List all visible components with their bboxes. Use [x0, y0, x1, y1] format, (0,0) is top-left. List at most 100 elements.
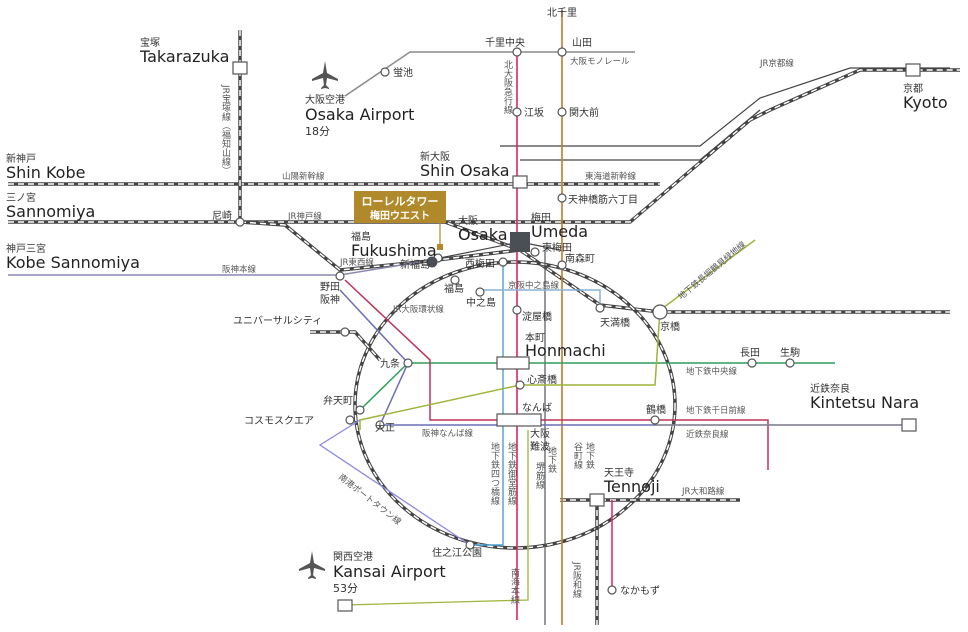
- label-honmachi-jp: 本町: [525, 331, 545, 344]
- line-label-jr-takarazuka: JR宝塚線（福知山線）: [220, 84, 231, 175]
- label-takarazuka-en: Takarazuka: [139, 47, 229, 66]
- station-cosmosquare[interactable]: [345, 415, 355, 425]
- label-osaka-jp: 大阪: [458, 214, 478, 227]
- line-label-loop: JR大阪環状線: [392, 304, 444, 315]
- line-label-kitaosaka: 北大阪急行線: [502, 60, 513, 114]
- station-shinosaka[interactable]: [512, 175, 528, 189]
- label-nishiumeda: 西梅田: [465, 257, 495, 270]
- label-kix-jp: 関西空港: [333, 550, 373, 563]
- label-kix-time: 53分: [333, 582, 358, 595]
- label-senrichuo: 千里中央: [485, 36, 525, 49]
- yotsubashi-line: [470, 262, 504, 546]
- label-kintetsunara-jp: 近鉄奈良: [810, 382, 850, 395]
- station-esaka[interactable]: [512, 107, 522, 117]
- station-higashiumeda[interactable]: [530, 247, 540, 257]
- label-osakananba2: 難波: [530, 440, 550, 453]
- label-shinosaka-en: Shin Osaka: [420, 161, 510, 180]
- label-honmachi-en: Honmachi: [525, 341, 606, 360]
- station-ikoma[interactable]: [785, 358, 795, 368]
- label-shinkobe-en: Shin Kobe: [6, 163, 85, 182]
- station-kujo[interactable]: [403, 358, 413, 368]
- station-amagasaki[interactable]: [235, 217, 245, 227]
- station-umeda[interactable]: [510, 232, 530, 252]
- line-label-jr-tozai: JR東西線: [339, 257, 374, 268]
- station-kix[interactable]: [337, 599, 353, 612]
- hanshin-namba-line: [339, 289, 910, 426]
- station-tennoji[interactable]: [589, 493, 605, 507]
- label-tennoji-jp: 天王寺: [604, 467, 634, 479]
- station-kandaimae[interactable]: [557, 107, 567, 117]
- station-noda[interactable]: [335, 271, 345, 281]
- label-kitasenri: 北千里: [547, 7, 577, 19]
- label-shinkobe-jp: 新神戸: [6, 152, 36, 165]
- label-tenmabashi: 天満橋: [600, 316, 630, 329]
- station-kyoto[interactable]: [905, 63, 921, 77]
- nankai-line: [344, 430, 529, 606]
- line-label-sakaisuji2: 地下鉄: [546, 445, 557, 474]
- station-shinsaibashi[interactable]: [515, 380, 525, 390]
- station-senrichuo[interactable]: [512, 47, 522, 57]
- label-takarazuka-jp: 宝塚: [140, 36, 160, 49]
- label-kyoto-jp: 京都: [903, 82, 923, 95]
- label-kintetsunara-en: Kintetsu Nara: [810, 393, 919, 412]
- label-minamimorimachi: 南森町: [565, 252, 595, 265]
- line-label-kintetsu-nara: 近鉄奈良線: [686, 429, 729, 440]
- line-label-hanshin-namba: 阪神なんば線: [422, 428, 474, 439]
- station-nishiumeda[interactable]: [498, 257, 508, 267]
- line-label-yotsubashi: 地下鉄四つ橋線: [489, 441, 500, 505]
- station-taisho[interactable]: [375, 420, 385, 430]
- line-label-jr-hanwa: JR阪和線: [571, 561, 582, 598]
- property-marker[interactable]: [426, 256, 438, 268]
- label-sannomiya-jp: 三ノ宮: [6, 191, 36, 204]
- station-minamimorimachi[interactable]: [557, 260, 567, 270]
- station-fukushima2[interactable]: [450, 275, 460, 285]
- station-nakamozu[interactable]: [607, 585, 617, 595]
- label-tsuruhashi: 鶴橋: [646, 403, 666, 416]
- label-noda: 野田: [320, 281, 340, 293]
- label-umeda-jp: 梅田: [531, 211, 551, 224]
- label-kix-en: Kansai Airport: [333, 562, 446, 581]
- station-usj[interactable]: [340, 327, 350, 337]
- label-sannomiya-en: Sannomiya: [6, 202, 95, 221]
- keihan-nakanoshima-line: [480, 289, 601, 310]
- station-nagata[interactable]: [747, 358, 757, 368]
- label-fukushima2: 福島: [444, 282, 464, 295]
- line-label-sakaisuji: 堺筋線: [534, 461, 545, 489]
- station-yodoyabashi[interactable]: [512, 305, 522, 315]
- label-tenjin: 天神橋筋六丁目: [568, 193, 638, 206]
- nanko-line: [318, 419, 471, 546]
- station-tenmabashi[interactable]: [595, 303, 605, 313]
- station-namba[interactable]: [496, 413, 542, 427]
- station-nakanoshima[interactable]: [475, 287, 485, 297]
- label-fukushima-en: Fukushima: [351, 241, 437, 260]
- line-label-tanimachi: 谷町線: [572, 442, 583, 469]
- line-label-jr-kyoto: JR京都線: [759, 58, 794, 69]
- line-label-yamatoji: JR大和路線: [681, 486, 725, 497]
- label-esaka: 江坂: [524, 107, 544, 119]
- label-hanshin-st: 阪神: [320, 293, 340, 306]
- station-tsuruhashi[interactable]: [650, 415, 660, 425]
- station-yamada[interactable]: [557, 47, 567, 57]
- label-usj: ユニバーサルシティ: [233, 315, 322, 327]
- station-honmachi[interactable]: [496, 356, 530, 370]
- label-osaka-en: Osaka: [458, 225, 508, 244]
- chuo-line: [359, 362, 835, 411]
- label-yodoyabashi: 淀屋橋: [522, 310, 552, 323]
- label-kandaimae: 関大前: [569, 106, 599, 119]
- station-kintetsunara[interactable]: [901, 418, 917, 432]
- label-nakanoshima: 中之島: [466, 296, 496, 309]
- station-bentencho[interactable]: [355, 405, 365, 415]
- station-takarazuka[interactable]: [232, 61, 248, 75]
- station-suminoekoen[interactable]: [465, 540, 475, 550]
- label-umeda-en: Umeda: [531, 222, 588, 241]
- label-shinosaka-jp: 新大阪: [420, 150, 450, 163]
- label-kyobashi: 京橋: [660, 320, 680, 333]
- label-hotarugaike: 蛍池: [393, 66, 413, 79]
- station-hotarugaike[interactable]: [380, 67, 390, 77]
- line-label-hanshin-main: 阪神本線: [222, 264, 257, 275]
- label-kujo: 九条: [380, 357, 400, 370]
- station-kyobashi[interactable]: [652, 304, 668, 320]
- line-label-keihan: 京阪中之島線: [508, 280, 560, 291]
- station-tenjin[interactable]: [557, 193, 567, 203]
